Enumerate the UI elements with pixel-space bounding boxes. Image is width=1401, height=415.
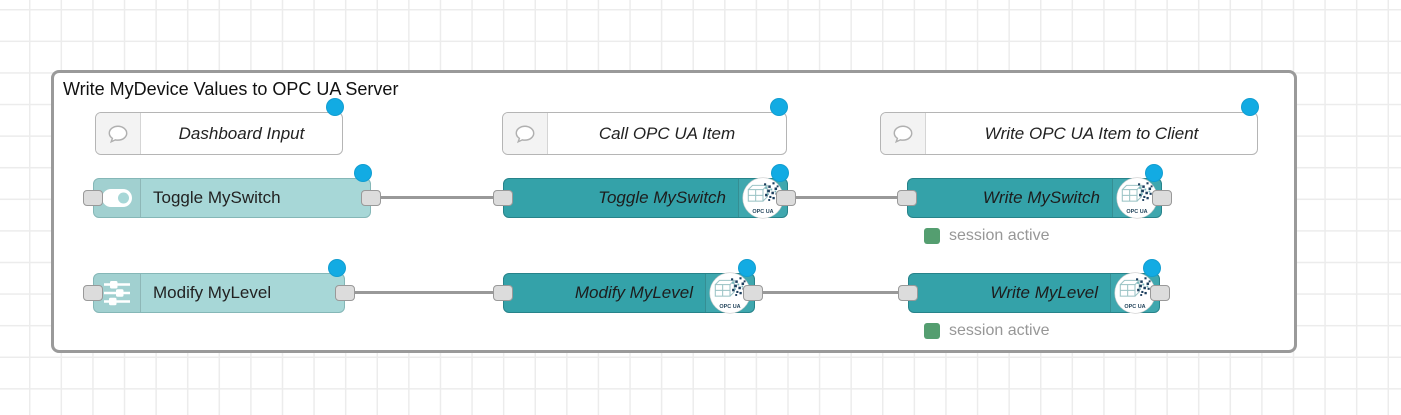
node-label: Modify MyLevel xyxy=(574,283,693,302)
node-icon-box xyxy=(94,274,141,312)
status-text: session active xyxy=(949,322,1050,339)
opcua-badge-icon: OPC UA xyxy=(742,177,784,219)
node-label: Write MyLevel xyxy=(990,283,1098,302)
comment-icon-box xyxy=(503,113,548,154)
wire-modify-call-to-write[interactable] xyxy=(753,291,910,294)
input-port[interactable] xyxy=(493,190,513,206)
status-ok-dot xyxy=(924,323,940,339)
changed-indicator-dot xyxy=(1143,259,1161,277)
changed-indicator-dot xyxy=(738,259,756,277)
comment-label: Call OPC UA Item xyxy=(598,123,736,143)
output-port[interactable] xyxy=(1152,190,1172,206)
group-title: Write MyDevice Values to OPC UA Server xyxy=(63,79,399,99)
sliders-icon xyxy=(104,281,130,306)
input-port[interactable] xyxy=(897,190,917,206)
node-label: Modify MyLevel xyxy=(153,283,272,302)
node-opcua-call-modify-mylevel[interactable]: Modify MyLevel xyxy=(503,259,756,314)
node-icon-box xyxy=(94,179,141,217)
comment-node-call-opcua-item[interactable]: Call OPC UA Item xyxy=(502,98,788,155)
toggle-switch-icon xyxy=(102,189,132,207)
changed-indicator-dot xyxy=(771,164,789,182)
output-port[interactable] xyxy=(361,190,381,206)
wire-modify-dashboard-to-call[interactable] xyxy=(345,291,505,294)
changed-indicator-dot xyxy=(1241,98,1259,116)
node-dashboard-toggle-myswitch[interactable]: Toggle MySwitch xyxy=(93,164,372,218)
comment-icon-box xyxy=(96,113,141,154)
output-port[interactable] xyxy=(743,285,763,301)
input-port[interactable] xyxy=(83,190,103,206)
input-port[interactable] xyxy=(493,285,513,301)
changed-indicator-dot xyxy=(354,164,372,182)
node-opcua-write-mylevel[interactable]: Write MyLevel xyxy=(908,259,1161,314)
node-opcua-write-myswitch[interactable]: Write MySwitch xyxy=(907,164,1163,219)
changed-indicator-dot xyxy=(770,98,788,116)
opcua-badge-icon: OPC UA xyxy=(709,272,751,314)
output-port[interactable] xyxy=(335,285,355,301)
node-label: Write MySwitch xyxy=(982,188,1100,207)
changed-indicator-dot xyxy=(1145,164,1163,182)
input-port[interactable] xyxy=(898,285,918,301)
node-label: Toggle MySwitch xyxy=(153,188,281,207)
comment-label: Dashboard Input xyxy=(178,123,305,143)
node-icon-box: OPC UA xyxy=(738,177,787,219)
wire-toggle-dashboard-to-call[interactable] xyxy=(371,196,505,199)
node-status-write-mylevel: session active xyxy=(924,322,1050,340)
speech-bubble-icon xyxy=(108,124,128,143)
speech-bubble-icon xyxy=(515,124,535,143)
opcua-badge-label: OPC UA xyxy=(1124,304,1145,310)
comment-node-dashboard-input[interactable]: Dashboard Input xyxy=(95,98,344,155)
node-icon-box: OPC UA xyxy=(705,272,754,314)
comment-label: Write OPC UA Item to Client xyxy=(984,123,1199,143)
node-label: Toggle MySwitch xyxy=(598,188,726,207)
comment-icon-box xyxy=(881,113,926,154)
node-opcua-call-toggle-myswitch[interactable]: Toggle MySwitch xyxy=(503,164,789,219)
output-port[interactable] xyxy=(776,190,796,206)
status-ok-dot xyxy=(924,228,940,244)
changed-indicator-dot xyxy=(328,259,346,277)
wire-toggle-call-to-write[interactable] xyxy=(786,196,909,199)
output-port[interactable] xyxy=(1150,285,1170,301)
opcua-badge-label: OPC UA xyxy=(1126,209,1147,215)
status-text: session active xyxy=(949,227,1050,244)
opcua-badge-label: OPC UA xyxy=(719,304,740,310)
input-port[interactable] xyxy=(83,285,103,301)
node-dashboard-modify-mylevel[interactable]: Modify MyLevel xyxy=(93,259,346,313)
speech-bubble-icon xyxy=(893,124,913,143)
node-status-write-myswitch: session active xyxy=(924,227,1050,245)
changed-indicator-dot xyxy=(326,98,344,116)
opcua-badge-icon: OPC UA xyxy=(1114,272,1156,314)
comment-node-write-opcua-item-to-client[interactable]: Write OPC UA Item to Client xyxy=(880,98,1259,155)
opcua-badge-label: OPC UA xyxy=(752,209,773,215)
